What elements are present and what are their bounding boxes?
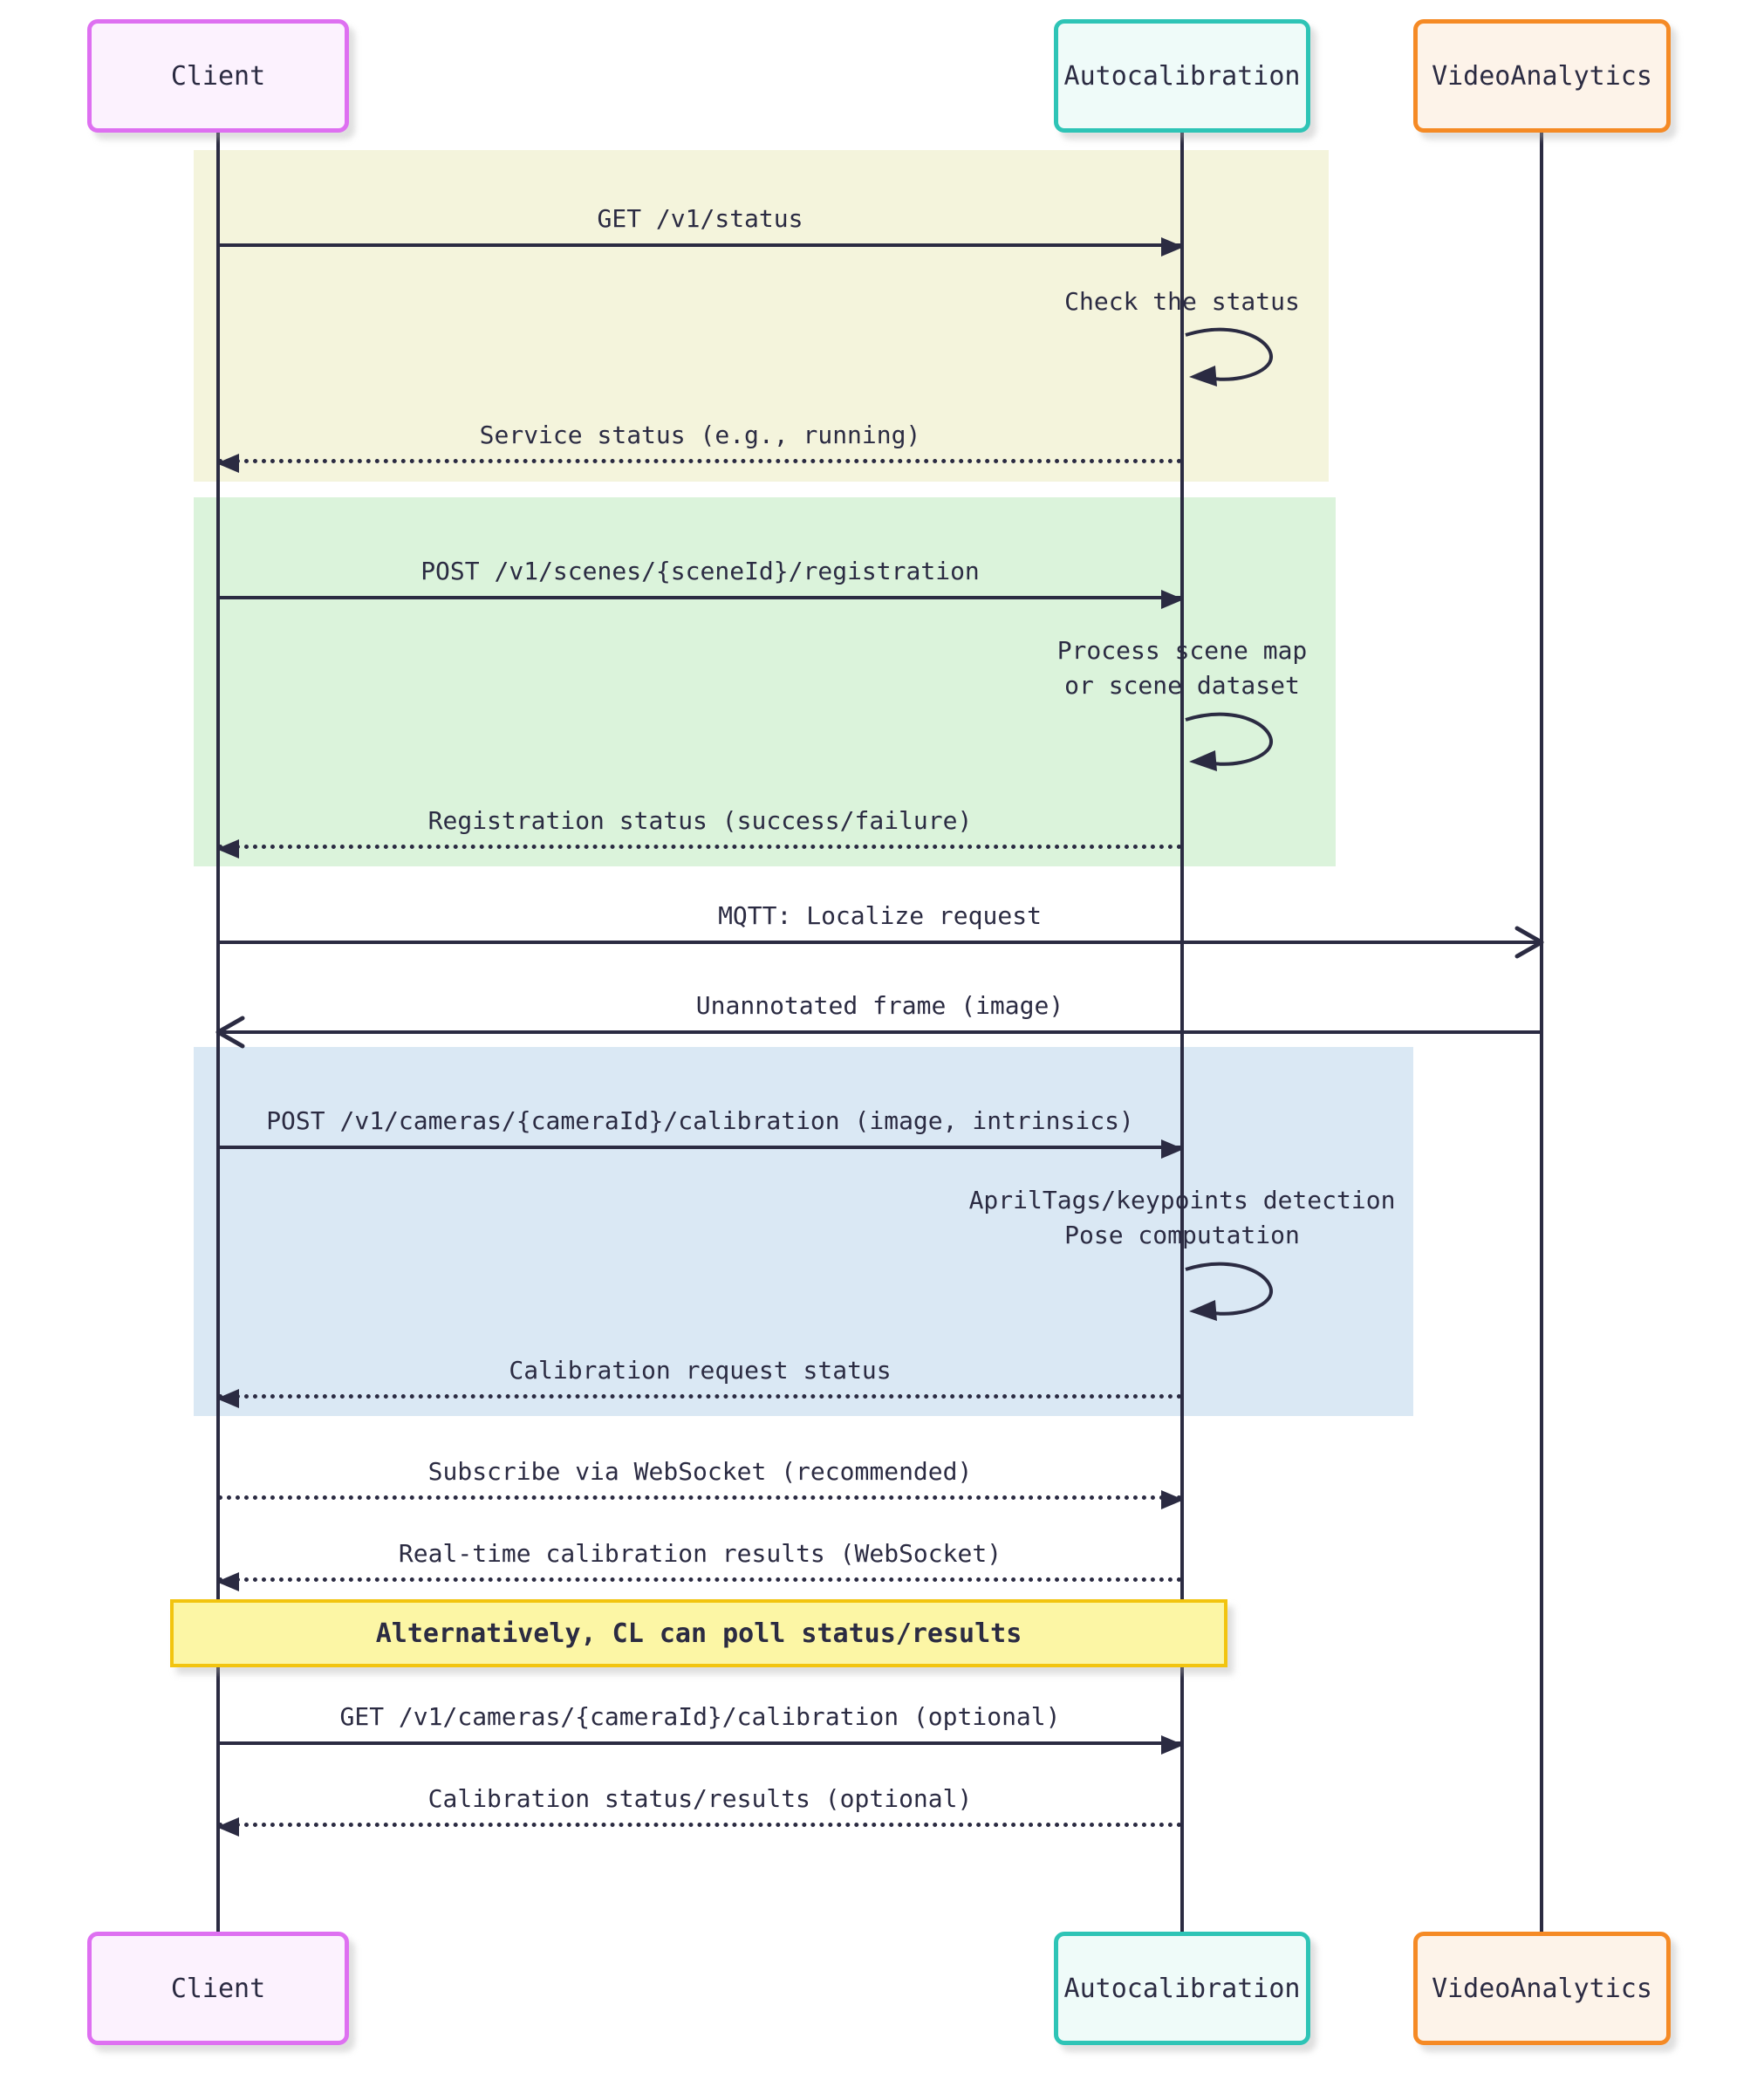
open-arrowhead-icon: [1514, 926, 1544, 959]
participant-videoanalytics-bottom: VideoAnalytics: [1413, 1932, 1671, 2045]
message-service-status: Service status (e.g., running): [216, 420, 1182, 473]
arrow-line: [218, 926, 1544, 959]
message-subscribe-websocket: Subscribe via WebSocket (recommended): [218, 1456, 1184, 1509]
arrow-line: [215, 1016, 1542, 1049]
message-calibration-request-status: Calibration request status: [216, 1355, 1182, 1408]
participant-label: Autocalibration: [1063, 60, 1301, 92]
participant-label: VideoAnalytics: [1432, 1973, 1652, 2004]
arrowhead-icon: [1161, 1490, 1184, 1509]
arrow-line: [216, 1572, 1182, 1591]
message-label: Real-time calibration results (WebSocket…: [398, 1539, 1002, 1568]
arrowhead-icon: [1161, 1735, 1184, 1755]
arrow-line: [218, 1490, 1184, 1509]
arrow-line: [218, 590, 1184, 609]
participant-label: Autocalibration: [1063, 1973, 1301, 2004]
phase-block-calibration: [194, 1047, 1413, 1416]
arrow-line: [216, 1389, 1182, 1408]
message-post-calibration: POST /v1/cameras/{cameraId}/calibration …: [218, 1105, 1184, 1159]
message-label: Calibration request status: [509, 1356, 892, 1385]
arrow-line: [218, 1139, 1184, 1159]
arrowhead-icon: [216, 454, 239, 473]
arrowhead-icon: [216, 1389, 239, 1408]
arrow-line: [216, 454, 1182, 473]
participant-autocalibration-top: Autocalibration: [1054, 19, 1310, 133]
message-get-calibration-optional: GET /v1/cameras/{cameraId}/calibration (…: [218, 1701, 1184, 1755]
participant-autocalibration-bottom: Autocalibration: [1054, 1932, 1310, 2045]
arrowhead-icon: [1161, 1139, 1184, 1159]
self-loop-icon: [1185, 712, 1273, 771]
self-loop-icon: [1185, 1262, 1273, 1321]
self-message-label: Check the status: [1064, 287, 1300, 316]
arrowhead-icon: [216, 1572, 239, 1591]
message-label: Unannotated frame (image): [695, 991, 1064, 1020]
message-get-status: GET /v1/status: [218, 203, 1184, 257]
message-label: Service status (e.g., running): [479, 421, 921, 449]
participant-label: VideoAnalytics: [1432, 60, 1652, 92]
message-calibration-results-optional: Calibration status/results (optional): [216, 1783, 1182, 1837]
arrow-line: [218, 1735, 1184, 1755]
message-label: GET /v1/cameras/{cameraId}/calibration (…: [339, 1702, 1061, 1731]
message-mqtt-localize: MQTT: Localize request: [218, 900, 1544, 959]
open-arrowhead-icon: [215, 1016, 245, 1049]
message-label: Registration status (success/failure): [427, 806, 973, 835]
message-label: Calibration status/results (optional): [427, 1784, 973, 1813]
message-label: Subscribe via WebSocket (recommended): [427, 1457, 973, 1486]
message-label: POST /v1/cameras/{cameraId}/calibration …: [266, 1106, 1134, 1135]
message-label: POST /v1/scenes/{sceneId}/registration: [420, 557, 980, 585]
lifeline-videoanalytics: [1540, 133, 1543, 1932]
arrow-line: [216, 839, 1182, 859]
arrow-line: [216, 1817, 1182, 1837]
message-realtime-results: Real-time calibration results (WebSocket…: [216, 1538, 1182, 1591]
note-poll-alternative: Alternatively, CL can poll status/result…: [170, 1599, 1227, 1667]
self-loop-icon: [1185, 327, 1273, 387]
self-message-label: Process scene map or scene dataset: [1056, 636, 1308, 700]
arrow-line: [218, 237, 1184, 257]
self-message-label: AprilTags/keypoints detection Pose compu…: [968, 1186, 1396, 1249]
phase-block-registration: [194, 497, 1336, 866]
message-registration-status: Registration status (success/failure): [216, 805, 1182, 859]
participant-label: Client: [170, 1973, 266, 2004]
message-unannotated-frame: Unannotated frame (image): [215, 990, 1542, 1049]
phase-block-status: [194, 150, 1329, 482]
arrowhead-icon: [1161, 590, 1184, 609]
participant-videoanalytics-top: VideoAnalytics: [1413, 19, 1671, 133]
participant-client-bottom: Client: [87, 1932, 349, 2045]
message-post-registration: POST /v1/scenes/{sceneId}/registration: [218, 556, 1184, 609]
note-label: Alternatively, CL can poll status/result…: [375, 1618, 1022, 1649]
participant-client-top: Client: [87, 19, 349, 133]
message-label: MQTT: Localize request: [718, 901, 1042, 930]
participant-label: Client: [170, 60, 266, 92]
arrowhead-icon: [216, 1817, 239, 1837]
arrowhead-icon: [216, 839, 239, 859]
message-label: GET /v1/status: [597, 204, 803, 233]
arrowhead-icon: [1161, 237, 1184, 257]
